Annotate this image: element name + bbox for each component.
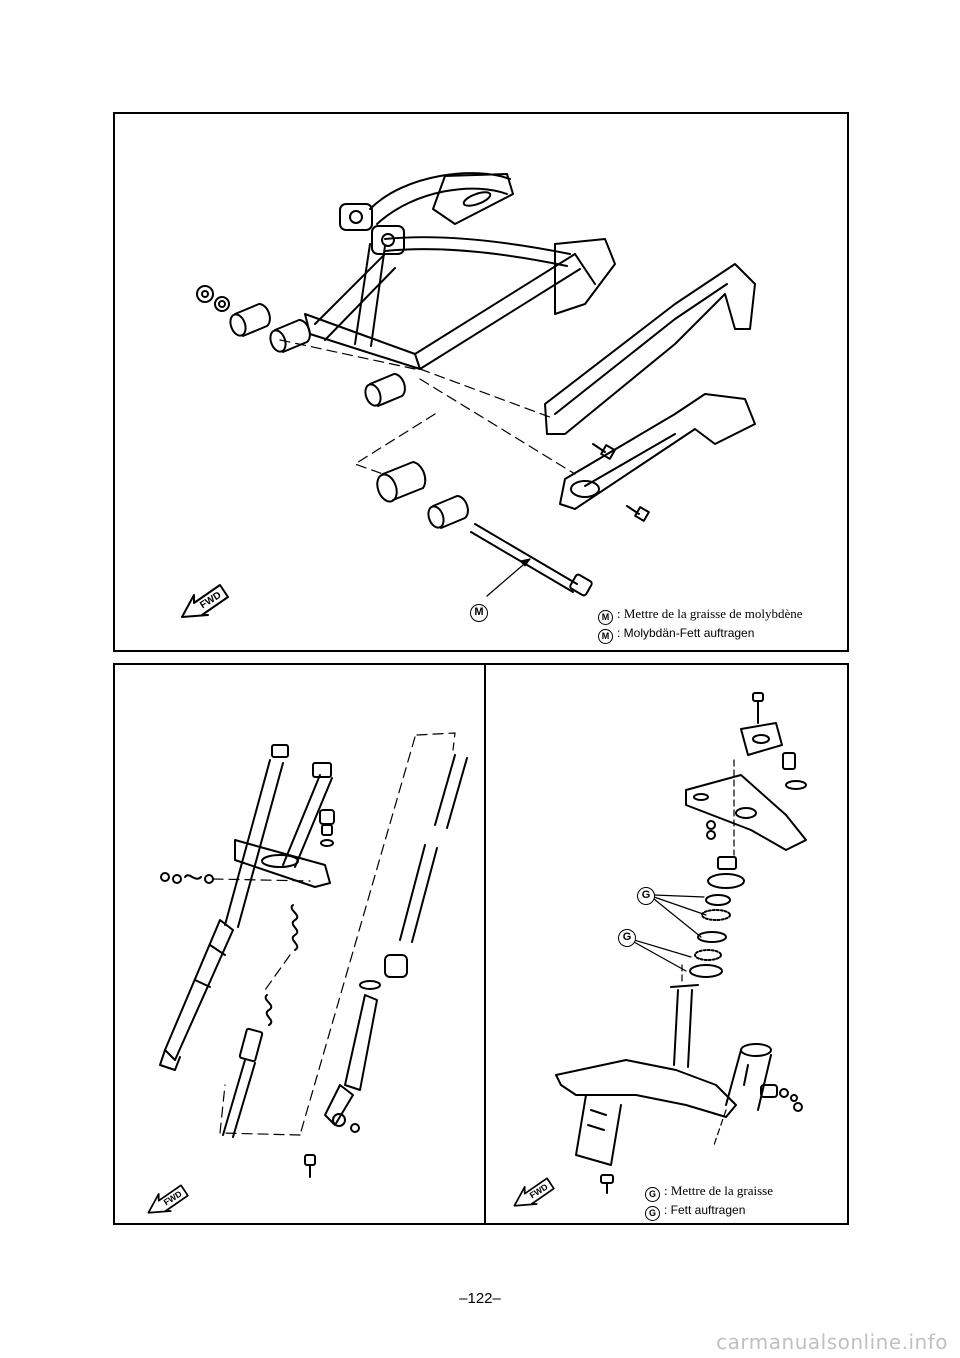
grease-legend: G: Mettre de la graisse G: Fett auftrage… — [645, 1182, 773, 1221]
lower-bushing — [382, 461, 427, 501]
legend-line-fr: M: Mettre de la graisse de molybdène — [598, 605, 803, 625]
ball-bearing-lower — [694, 949, 722, 961]
molybdenum-grease-callout: M — [470, 604, 488, 622]
lower-bracket — [234, 839, 331, 888]
legend-symbol-m: M — [598, 629, 613, 644]
front-fork-exploded-view — [159, 732, 468, 1178]
steering-stem — [687, 989, 693, 1068]
collar — [274, 318, 311, 353]
nut — [196, 285, 214, 303]
fork-inner-tube — [237, 762, 284, 928]
ring-nut — [717, 856, 737, 870]
shock-mount-plate — [432, 173, 514, 225]
grease-callout-lower: G — [618, 929, 636, 947]
steering-head-exploded-view — [555, 692, 807, 1194]
grease-callout-upper: G — [637, 887, 655, 905]
legend-line-de: G: Fett auftragen — [645, 1202, 773, 1221]
swingarm-upper-tube — [369, 172, 511, 210]
swingarm-diagram-panel: M FWD M: Mettre de la graisse de molybdè… — [113, 112, 849, 652]
under-bracket — [555, 1059, 737, 1118]
bushing — [234, 302, 271, 337]
upper-bracket — [685, 774, 807, 851]
legend-line-de: M: Molybdän-Fett auftragen — [598, 625, 803, 644]
damper-rod — [232, 1062, 256, 1138]
fwd-arrow-icon: FWD — [181, 584, 229, 618]
outer-tube-exploded — [344, 994, 378, 1091]
legend-symbol-m: M — [598, 610, 613, 625]
swingarm-exploded-view — [196, 172, 756, 597]
fwd-arrow-icon: FWD — [147, 1184, 189, 1214]
inner-tube-exploded — [446, 757, 468, 829]
fwd-arrow-icon: FWD — [513, 1177, 555, 1207]
chain-guard — [544, 263, 756, 435]
panel-divider — [484, 665, 486, 1223]
legend-symbol-g: G — [645, 1206, 660, 1221]
legend-symbol-g: G — [645, 1187, 660, 1202]
legend-line-fr: G: Mettre de la graisse — [645, 1182, 773, 1202]
axle-plate — [554, 238, 616, 315]
watermark: carmanualsonline.info — [716, 1330, 948, 1354]
fork-spring-upper — [290, 904, 299, 951]
page-number: –122– — [459, 1290, 501, 1307]
molybdenum-grease-legend: M: Mettre de la graisse de molybdène M: … — [598, 605, 803, 644]
pivot-shaft — [474, 523, 578, 585]
chain-slider — [559, 393, 756, 510]
ball-bearing-upper — [701, 909, 731, 921]
fork-steering-diagram-panel: FWD — [113, 663, 849, 1225]
handlebar-holder — [740, 722, 783, 756]
fork-outer-leg — [164, 919, 234, 1061]
pivot-housing — [304, 313, 421, 370]
fork-spring-lower — [264, 994, 273, 1026]
